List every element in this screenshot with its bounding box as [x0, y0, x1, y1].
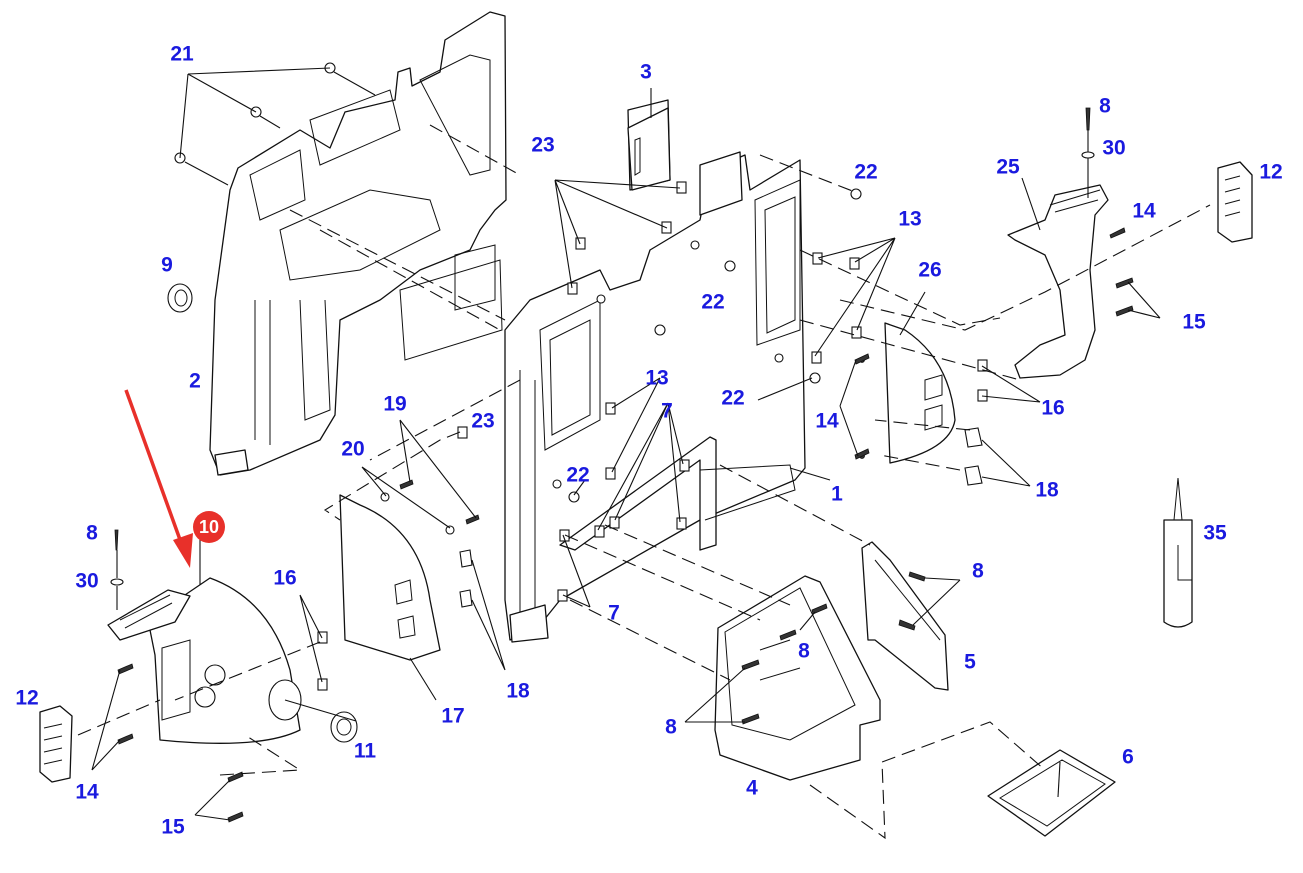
- callout-30-left: 30: [75, 569, 99, 593]
- part-4-lower-box: [714, 575, 881, 781]
- callout-1: 1: [831, 482, 843, 506]
- callout-19: 19: [383, 392, 407, 416]
- callout-16-left: 16: [273, 566, 297, 590]
- callout-15-right: 15: [1182, 310, 1206, 334]
- callout-7-bottom: 7: [608, 601, 620, 625]
- callout-6: 6: [1122, 745, 1134, 769]
- callout-8-center: 8: [798, 639, 810, 663]
- part-22-plugs: [552, 188, 862, 503]
- part-3-bracket: [627, 88, 671, 191]
- callout-12-left: 12: [15, 686, 39, 710]
- screws: [110, 107, 1134, 823]
- callout-12-right: 12: [1259, 160, 1283, 184]
- callout-22-center: 22: [721, 386, 745, 410]
- callout-4: 4: [746, 776, 758, 800]
- callout-22-mid: 22: [701, 290, 725, 314]
- highlighted-part-badge: 10: [193, 511, 225, 543]
- callout-23-top: 23: [531, 133, 555, 157]
- callout-25: 25: [996, 155, 1020, 179]
- callout-22-top-right: 22: [854, 160, 878, 184]
- part-6-tray: [987, 749, 1116, 837]
- callout-26: 26: [918, 258, 942, 282]
- part-2-left-panel: [209, 11, 507, 476]
- highlight-arrow: [124, 389, 193, 568]
- callout-22-lower: 22: [566, 463, 590, 487]
- callout-18-left: 18: [506, 679, 530, 703]
- part-5-side-bracket: [861, 541, 949, 691]
- callout-9: 9: [161, 253, 173, 277]
- callout-17: 17: [441, 704, 465, 728]
- part-18-switches-left: [459, 549, 506, 671]
- callout-8-top-right: 8: [1099, 94, 1111, 118]
- part-12-vent-left: [39, 705, 73, 783]
- part-25-duct: [1007, 177, 1109, 379]
- callout-30-right: 30: [1102, 136, 1126, 160]
- callout-11: 11: [353, 739, 377, 763]
- callout-13-right: 13: [898, 207, 922, 231]
- callout-21: 21: [170, 42, 194, 66]
- callout-3: 3: [640, 60, 652, 84]
- part-12-vent-right: [1217, 161, 1253, 243]
- callout-15-left: 15: [161, 815, 185, 839]
- callout-14-right-mid: 14: [815, 409, 839, 433]
- assembly-lines: [77, 124, 1211, 840]
- part-26-right-cover: [859, 291, 956, 464]
- part-11-grommet: [330, 711, 358, 743]
- part-21-clips: [174, 62, 376, 186]
- callout-13-center: 13: [645, 366, 669, 390]
- callout-14-right-top: 14: [1132, 199, 1156, 223]
- callout-5: 5: [964, 650, 976, 674]
- callout-14-left: 14: [75, 780, 99, 804]
- callout-20: 20: [341, 437, 365, 461]
- part-18-switches-right: [964, 427, 1031, 487]
- callout-8-lower: 8: [665, 715, 677, 739]
- callout-8-right-upper: 8: [972, 559, 984, 583]
- part-35-sealant-tube: [1163, 477, 1193, 628]
- leader-lines: [91, 130, 1161, 821]
- part-9-grommet: [167, 283, 193, 313]
- callout-7-top: 7: [661, 399, 673, 423]
- callout-2: 2: [189, 369, 201, 393]
- callout-18-right: 18: [1035, 478, 1059, 502]
- callout-23-left: 23: [471, 409, 495, 433]
- callout-16-right: 16: [1041, 396, 1065, 420]
- callout-35: 35: [1203, 521, 1227, 545]
- callout-8-left: 8: [86, 521, 98, 545]
- part-17-switch-panel: [339, 494, 441, 701]
- part-10-left-cover: [107, 530, 302, 744]
